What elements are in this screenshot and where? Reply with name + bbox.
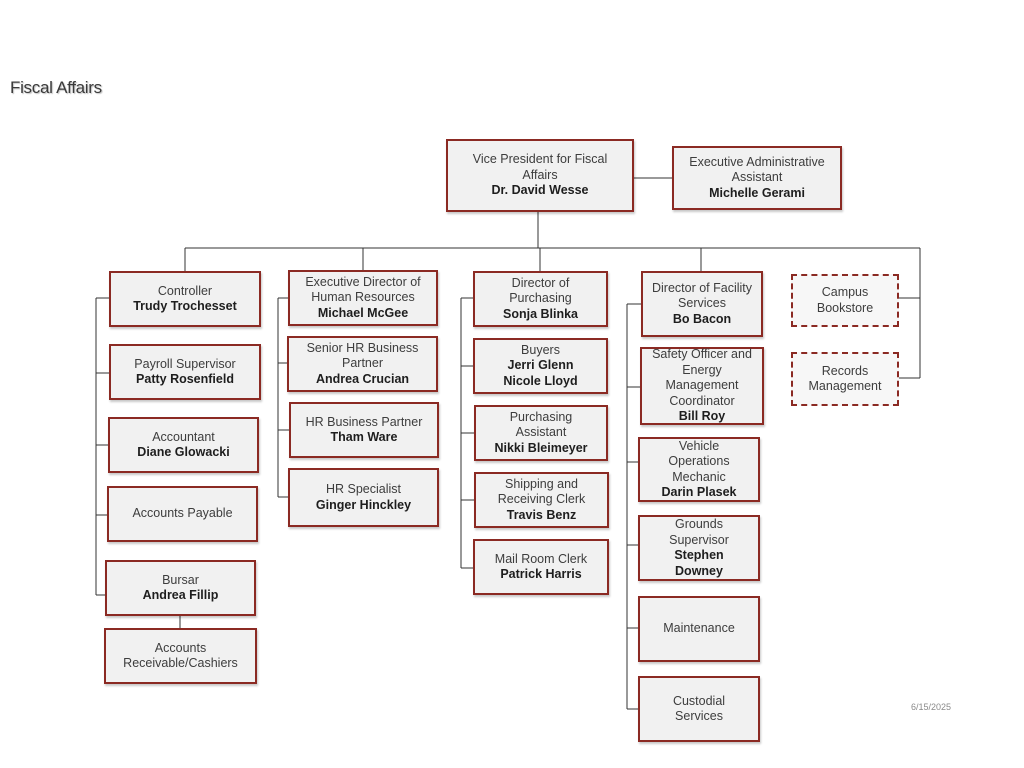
node-title: Records Management — [808, 363, 882, 394]
node-person-name: Travis Benz — [506, 507, 577, 522]
page-title: Fiscal Affairs — [10, 78, 102, 97]
node-person-name: Nikki Bleimeyer — [494, 440, 588, 455]
node-title: Executive Director of Human Resources — [305, 274, 421, 305]
node-mail-room-clerk: Mail Room Clerk Patrick Harris — [473, 539, 609, 595]
node-person-name: Diane Glowacki — [137, 445, 230, 459]
node-person-name: Andrea Crucian — [315, 371, 410, 386]
node-title: Vice President for Fiscal Affairs — [472, 152, 608, 182]
node-maintenance: Maintenance — [638, 596, 760, 662]
node-title: Senior HR Business Partner — [306, 340, 419, 371]
node-buyers: Buyers Jerri Glenn Nicole Lloyd — [473, 338, 608, 394]
node-payroll-supervisor: Payroll Supervisor Patty Rosenfield — [109, 344, 261, 400]
node-title: Payroll Supervisor — [134, 356, 236, 371]
node-title: Executive Administrative Assistant — [689, 154, 825, 185]
node-person-name: Sonja Blinka — [502, 306, 579, 321]
node-safety-officer: Safety Officer and Energy Management Coo… — [640, 347, 764, 425]
node-person-name: Michelle Gerami — [709, 185, 805, 200]
node-person-name: Tham Ware — [330, 430, 398, 444]
node-person-name: Bo Bacon — [672, 311, 732, 326]
node-title: Maintenance — [663, 621, 735, 636]
node-purchasing-director: Director of Purchasing Sonja Blinka — [473, 271, 608, 327]
node-accounts-payable: Accounts Payable — [107, 486, 258, 542]
node-grounds-supervisor: Grounds Supervisor Stephen Downey — [638, 515, 760, 581]
node-senior-hr-partner: Senior HR Business Partner Andrea Crucia… — [287, 336, 438, 392]
node-title: Bursar — [162, 572, 199, 587]
node-vice-president: Vice President for Fiscal Affairs Dr. Da… — [446, 139, 634, 212]
node-purchasing-assistant: Purchasing Assistant Nikki Bleimeyer — [474, 405, 608, 461]
node-records-management: Records Management — [791, 352, 899, 406]
node-executive-assistant: Executive Administrative Assistant Miche… — [672, 146, 842, 210]
node-title: Director of Facility Services — [651, 280, 753, 311]
node-title: Accounts Receivable/Cashiers — [123, 640, 238, 671]
node-title: Shipping and Receiving Clerk — [497, 476, 586, 507]
node-title: HR Specialist — [325, 482, 402, 496]
node-person-name: Nicole Lloyd — [503, 373, 578, 388]
node-controller: Controller Trudy Trochesset — [109, 271, 261, 327]
node-person-name: Jerri Glenn — [507, 358, 574, 373]
node-person-name: Stephen Downey — [674, 548, 724, 578]
node-title: Campus Bookstore — [816, 285, 874, 315]
node-title: Grounds Supervisor — [669, 517, 729, 547]
node-title: Accountant — [152, 429, 215, 444]
node-title: Director of Purchasing — [509, 275, 572, 306]
node-person-name: Michael McGee — [317, 305, 409, 320]
node-person-name: Trudy Trochesset — [133, 299, 237, 313]
node-facility-director: Director of Facility Services Bo Bacon — [641, 271, 763, 337]
node-hr-specialist: HR Specialist Ginger Hinckley — [288, 468, 439, 527]
node-accounts-receivable: Accounts Receivable/Cashiers — [104, 628, 257, 684]
node-title: Purchasing Assistant — [509, 409, 573, 440]
node-title: Accounts Payable — [132, 506, 233, 521]
node-bursar: Bursar Andrea Fillip — [105, 560, 256, 616]
node-person-name: Patrick Harris — [500, 567, 582, 581]
node-hr-director: Executive Director of Human Resources Mi… — [288, 270, 438, 326]
node-person-name: Ginger Hinckley — [315, 497, 412, 512]
node-shipping-clerk: Shipping and Receiving Clerk Travis Benz — [474, 472, 609, 528]
node-person-name: Bill Roy — [678, 409, 726, 424]
date-stamp: 6/15/2025 — [911, 702, 952, 712]
node-title: Mail Room Clerk — [494, 551, 588, 566]
node-campus-bookstore: Campus Bookstore — [791, 274, 899, 327]
node-person-name: Darin Plasek — [661, 485, 737, 499]
node-person-name: Patty Rosenfield — [136, 372, 234, 386]
node-person-name: Dr. David Wesse — [491, 183, 589, 198]
node-title: Safety Officer and Energy Management Coo… — [652, 347, 752, 408]
node-title: Buyers — [521, 342, 560, 357]
node-accountant: Accountant Diane Glowacki — [108, 417, 259, 473]
node-vehicle-mechanic: Vehicle Operations Mechanic Darin Plasek — [638, 437, 760, 502]
node-person-name: Andrea Fillip — [142, 588, 219, 602]
node-title: Custodial Services — [672, 693, 726, 724]
node-title: Vehicle Operations Mechanic — [668, 438, 730, 484]
node-hr-business-partner: HR Business Partner Tham Ware — [289, 402, 439, 458]
node-title: Controller — [157, 283, 213, 298]
node-custodial-services: Custodial Services — [638, 676, 760, 742]
node-title: HR Business Partner — [305, 414, 423, 429]
